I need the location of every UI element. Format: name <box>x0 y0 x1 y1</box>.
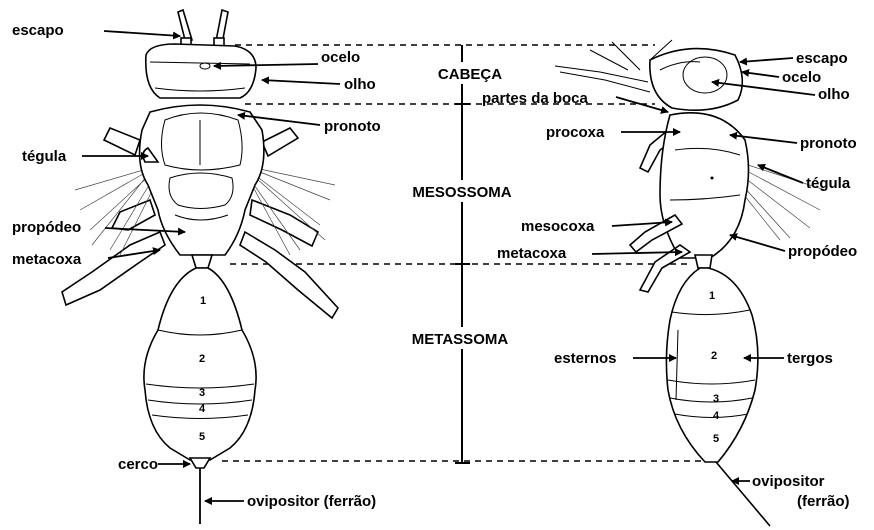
lateral-segment-2: 2 <box>711 350 717 362</box>
label-cerco-dorsal: cerco <box>118 456 158 473</box>
region-divider-lines <box>222 45 705 463</box>
label-metacoxa-lateral: metacoxa <box>497 245 567 262</box>
label-partes-boca: partes da boca <box>482 90 589 107</box>
lateral-segment-5: 5 <box>713 433 719 445</box>
region-label-mesosoma: MESOSSOMA <box>412 184 511 201</box>
lateral-segment-1: 1 <box>709 290 715 302</box>
label-ocelo-dorsal: ocelo <box>321 49 360 66</box>
label-ferrao-lateral: (ferrão) <box>797 493 850 510</box>
label-mesocoxa: mesocoxa <box>521 218 595 235</box>
dorsal-segment-5: 5 <box>199 431 205 443</box>
label-tegula-lateral: tégula <box>806 175 851 192</box>
lateral-segment-4: 4 <box>713 410 720 422</box>
label-pronoto-lateral: pronoto <box>800 135 857 152</box>
label-pronoto-dorsal: pronoto <box>324 118 381 135</box>
label-metacoxa-dorsal: metacoxa <box>12 251 82 268</box>
region-label-head: CABEÇA <box>438 66 502 83</box>
label-esternos: esternos <box>554 350 617 367</box>
dorsal-segment-1: 1 <box>200 295 206 307</box>
dorsal-segment-4: 4 <box>199 403 206 415</box>
label-propodeo-dorsal: propódeo <box>12 219 81 236</box>
label-tegula-dorsal: tégula <box>22 148 67 165</box>
label-ocelo-lateral: ocelo <box>782 69 821 86</box>
label-ovipositor-dorsal: ovipositor (ferrão) <box>247 493 376 510</box>
label-escapo-lateral: escapo <box>796 50 848 67</box>
label-procoxa: procoxa <box>546 124 605 141</box>
label-tergos: tergos <box>787 350 833 367</box>
lateral-view-wasp <box>555 40 825 526</box>
dorsal-segment-2: 2 <box>199 353 205 365</box>
label-ovipositor-lateral: ovipositor <box>752 473 825 490</box>
lateral-segment-3: 3 <box>713 393 719 405</box>
label-olho-dorsal: olho <box>344 76 376 93</box>
dorsal-segment-3: 3 <box>199 387 205 399</box>
label-olho-lateral: olho <box>818 86 850 103</box>
region-label-metasoma: METASSOMA <box>412 331 509 348</box>
label-escapo-dorsal: escapo <box>12 22 64 39</box>
label-propodeo-lateral: propódeo <box>788 243 857 260</box>
dorsal-view-wasp <box>62 10 338 524</box>
